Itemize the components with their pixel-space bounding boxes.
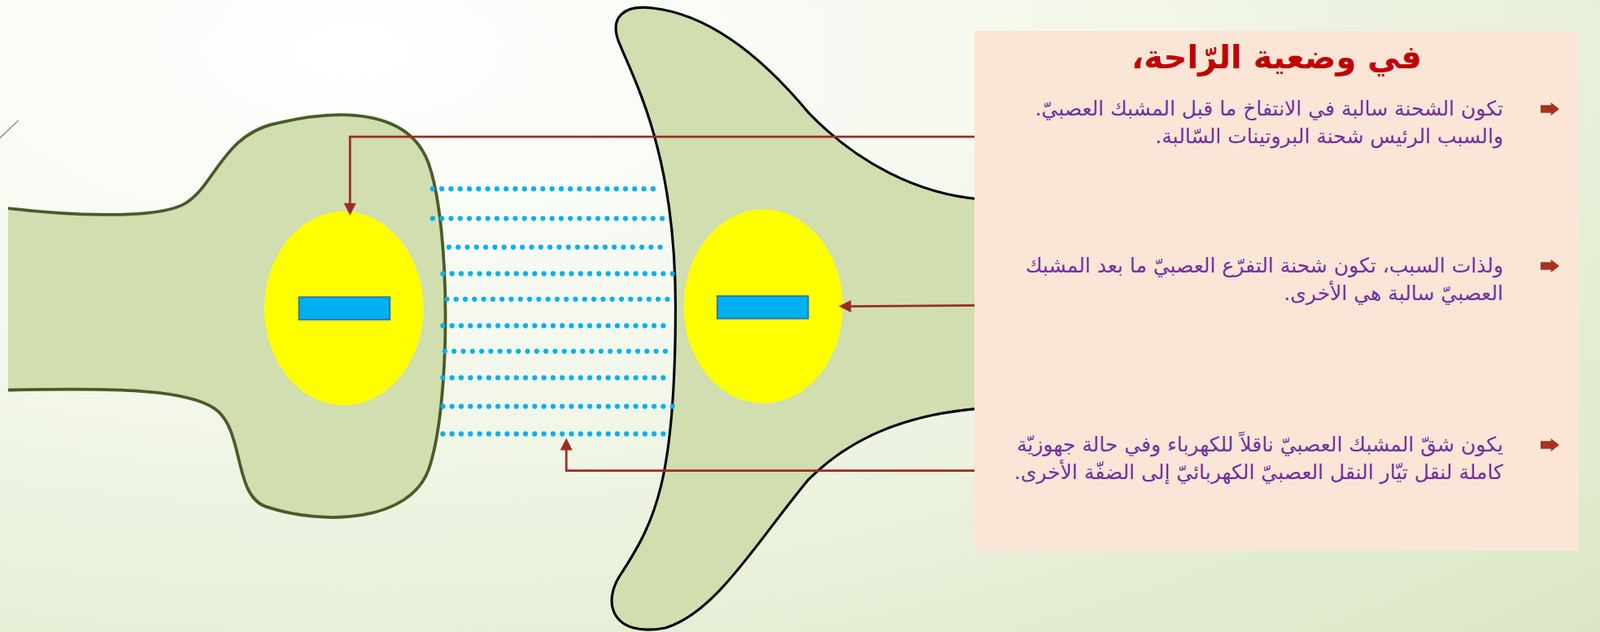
dot-row — [432, 215, 664, 221]
slide-title: في وضعية الرّاحة، — [974, 35, 1579, 79]
leader-line — [349, 136, 985, 205]
synaptic-cleft-dots — [432, 188, 674, 434]
dot-row — [442, 431, 668, 436]
arrowheads — [344, 203, 851, 451]
charge-region — [264, 211, 424, 406]
arrowhead — [344, 203, 357, 216]
dot-row — [442, 374, 672, 380]
bullet-marker — [1540, 259, 1560, 273]
dot-row — [442, 403, 674, 409]
minus-sign — [717, 296, 809, 319]
bullet-marker — [1540, 438, 1560, 452]
arrowhead — [838, 300, 851, 313]
text-panel: في وضعية الرّاحة، تكون الشحنة سالبة في ال… — [974, 30, 1579, 551]
dot-row — [432, 186, 662, 192]
dot-row — [442, 322, 672, 328]
minus-sign — [299, 296, 391, 320]
dot-row — [449, 244, 669, 250]
bullet-marker — [1540, 102, 1560, 116]
dot-row — [446, 296, 673, 302]
leader-line — [850, 305, 986, 306]
leader-line — [566, 449, 985, 471]
bullet-text: يكون شقّ المشبك العصبيّ ناقلاً للكهرباء … — [1002, 431, 1504, 487]
leader-lines — [349, 136, 985, 471]
charge-region — [683, 209, 843, 403]
bullet-text: تكون الشحنة سالبة في الانتفاخ ما قبل الم… — [1002, 95, 1504, 151]
bullet-text: ولذات السبب، تكون شحنة التفرّع العصبيّ م… — [1002, 252, 1504, 308]
dot-row — [442, 270, 674, 276]
presynaptic-terminal — [8, 114, 446, 518]
postsynaptic-dendrite — [611, 7, 980, 630]
arrowhead — [560, 438, 573, 451]
corner-line — [0, 120, 19, 138]
dot-row — [444, 348, 672, 354]
